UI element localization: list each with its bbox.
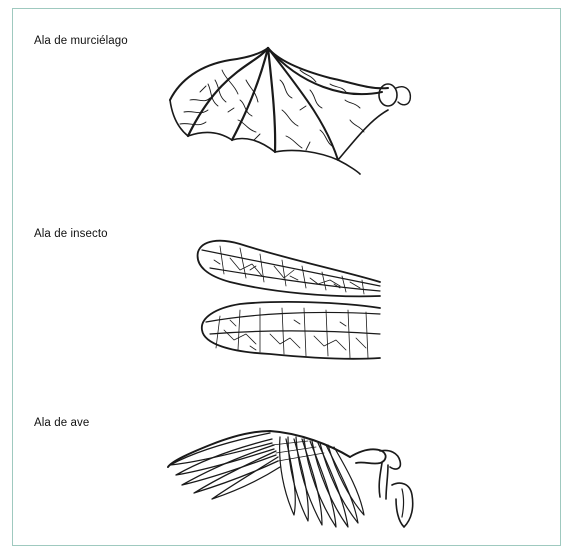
insect-wing-label: Ala de insecto (34, 228, 108, 240)
bat-wing-label: Ala de murciélago (34, 35, 128, 47)
bat-wing-illustration (160, 40, 420, 180)
bird-wing-label: Ala de ave (34, 417, 89, 429)
bird-wing-illustration (160, 415, 420, 535)
insect-wing-illustration (190, 230, 390, 370)
